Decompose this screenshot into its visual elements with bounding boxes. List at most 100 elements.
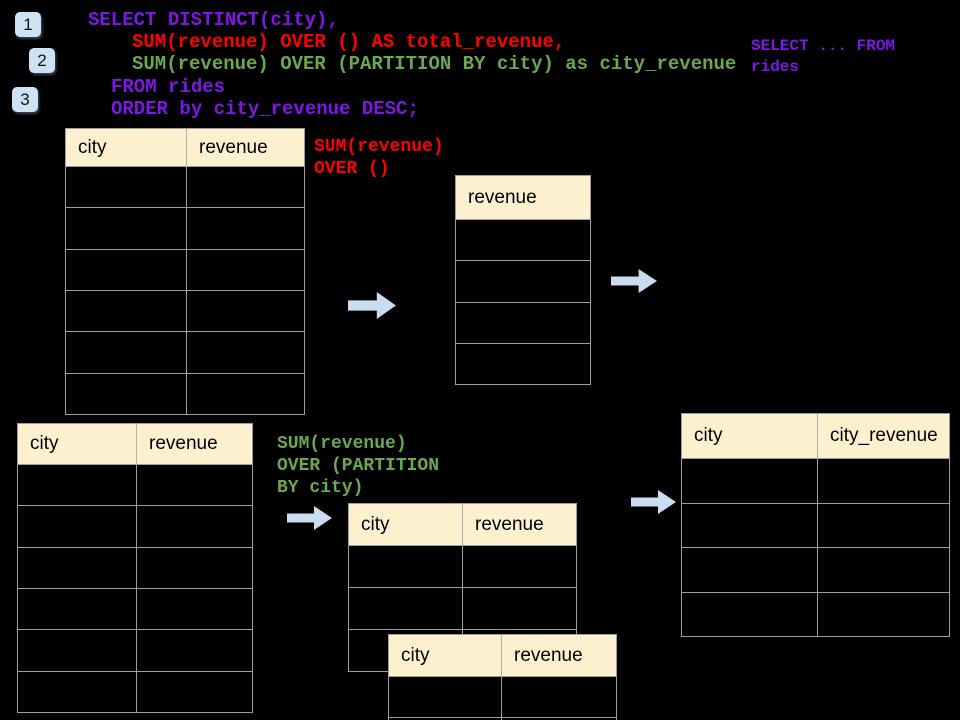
empty-cell <box>818 593 949 637</box>
table-row <box>66 372 304 414</box>
empty-cell <box>137 672 252 712</box>
column-header-revenue: revenue <box>468 186 537 208</box>
empty-cell <box>187 250 304 290</box>
empty-cell <box>137 465 252 505</box>
sql-line-partition: SUM(revenue) OVER (PARTITION BY city) as… <box>132 53 737 75</box>
step-badge-2: 2 <box>29 48 55 73</box>
annotation-total-revenue: SUM(revenue)OVER () <box>314 136 444 180</box>
column-header-revenue: revenue <box>475 513 544 535</box>
empty-cell <box>349 588 463 629</box>
empty-cell <box>187 291 304 331</box>
right-arrow-icon <box>348 292 396 319</box>
table-row <box>456 301 590 343</box>
column-header-city: city <box>349 504 463 545</box>
table-row <box>66 248 304 290</box>
table-final-result-header: city city_revenue <box>682 414 949 458</box>
right-arrow-icon <box>287 506 332 530</box>
table-row <box>18 587 252 630</box>
empty-cell <box>137 589 252 629</box>
empty-cell <box>66 167 187 208</box>
empty-cell <box>187 208 304 248</box>
table-row <box>456 260 590 301</box>
empty-cell <box>137 548 252 588</box>
table-partition-step: city revenue <box>348 503 577 672</box>
table-row <box>349 587 576 629</box>
side-note: SELECT ... FROM rides <box>751 36 895 78</box>
table-source-bottom-header: city revenue <box>18 424 252 464</box>
table-row <box>66 207 304 249</box>
annotation-partition-line3: BY city) <box>277 478 364 498</box>
step-badge-1: 1 <box>15 12 41 37</box>
table-row <box>66 166 304 208</box>
empty-cell <box>463 588 576 629</box>
table-row <box>682 591 949 637</box>
empty-cell <box>18 630 137 671</box>
empty-cell <box>137 630 252 670</box>
right-arrow-icon <box>611 269 657 293</box>
table-row <box>456 342 590 384</box>
table-row <box>389 717 616 720</box>
table-row <box>18 505 252 547</box>
table-row <box>18 670 252 712</box>
empty-cell <box>66 249 187 290</box>
empty-cell <box>18 465 137 506</box>
sql-line-order: ORDER by city_revenue DESC; <box>111 98 419 120</box>
table-total-result-header: revenue <box>456 176 590 219</box>
empty-cell <box>66 332 187 373</box>
annotation-partition-line1: SUM(revenue) <box>277 434 407 454</box>
column-header-city: city <box>18 424 137 464</box>
table-source-top: city revenue <box>65 128 305 415</box>
table-row <box>389 676 616 717</box>
column-header-city: city <box>389 635 502 676</box>
table-partition-front: city revenue <box>388 634 617 720</box>
table-row <box>18 546 252 588</box>
table-final-result: city city_revenue <box>681 413 950 637</box>
table-row <box>456 219 590 260</box>
step-badge-1-label: 1 <box>23 14 33 34</box>
empty-cell <box>137 506 252 546</box>
column-header-city: city <box>682 414 818 458</box>
step-badge-3: 3 <box>12 87 38 112</box>
table-row <box>18 629 252 671</box>
table-row <box>66 331 304 373</box>
empty-cell <box>818 548 949 592</box>
sql-line-total: SUM(revenue) OVER () AS total_revenue, <box>132 31 566 53</box>
step-badge-3-label: 3 <box>20 89 30 109</box>
column-header-revenue: revenue <box>514 644 583 666</box>
annotation-total-line2: OVER () <box>314 159 390 179</box>
table-row <box>66 289 304 332</box>
sql-line-select: SELECT DISTINCT(city), <box>88 9 339 31</box>
column-header-city: city <box>66 129 187 166</box>
annotation-total-line1: SUM(revenue) <box>314 137 444 157</box>
table-source-bottom: city revenue <box>17 423 253 713</box>
empty-cell <box>389 677 502 717</box>
empty-cell <box>456 344 590 384</box>
empty-cell <box>818 504 949 548</box>
table-source-top-header: city revenue <box>66 129 304 166</box>
empty-cell <box>187 374 304 414</box>
empty-cell <box>66 373 187 414</box>
table-row <box>349 545 576 587</box>
side-note-line2: rides <box>751 58 800 76</box>
empty-cell <box>66 290 187 332</box>
table-row <box>682 458 949 503</box>
empty-cell <box>463 546 576 587</box>
table-row <box>18 464 252 506</box>
side-note-line1: SELECT ... FROM <box>751 37 896 55</box>
column-header-revenue: revenue <box>149 433 218 454</box>
empty-cell <box>682 592 818 636</box>
table-partition-front-header: city revenue <box>389 635 616 676</box>
empty-cell <box>66 208 187 249</box>
step-badge-2-label: 2 <box>37 50 47 70</box>
empty-cell <box>456 220 590 260</box>
sql-line-from: FROM rides <box>111 76 226 98</box>
right-arrow-icon <box>631 490 676 514</box>
empty-cell <box>456 261 590 301</box>
table-row <box>682 502 949 548</box>
column-header-city-revenue: city_revenue <box>830 425 938 446</box>
empty-cell <box>18 547 137 588</box>
table-row <box>682 547 949 592</box>
empty-cell <box>818 459 949 503</box>
